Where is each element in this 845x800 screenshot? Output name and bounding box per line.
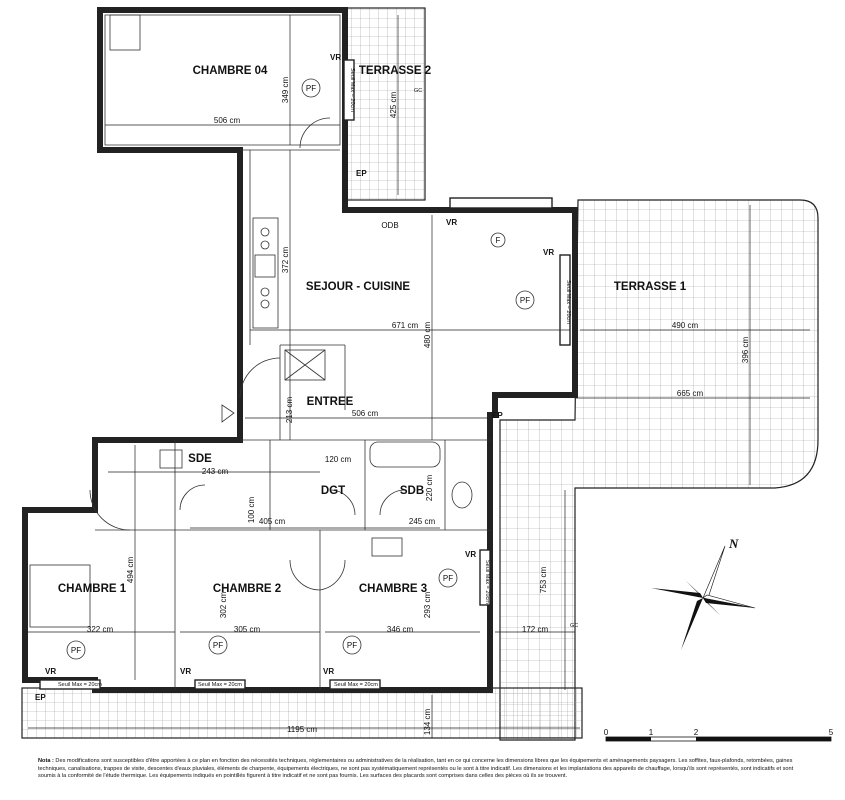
dim-372: 372 cm [281, 247, 290, 274]
odb-label: ODB [381, 221, 398, 230]
footnote-label: Nota : [38, 758, 54, 764]
label-chambre-1: CHAMBRE 1 [58, 583, 127, 595]
ep-label: EP [492, 411, 503, 420]
scale-label: 1 [649, 728, 654, 737]
pf-label: PF [306, 84, 316, 93]
dim-349: 349 cm [281, 77, 290, 104]
ep-label: EP [35, 693, 46, 702]
scale-label: 5 [829, 728, 834, 737]
dim-396: 396 cm [741, 337, 750, 364]
north-arrow-icon: N [651, 536, 756, 650]
dim-220: 220 cm [425, 475, 434, 502]
vr-label: VR [180, 667, 191, 676]
vr-label: VR [45, 667, 56, 676]
f-label: F [496, 236, 501, 245]
label-chambre-2: CHAMBRE 2 [213, 583, 281, 595]
dim-172: 172 cm [522, 625, 549, 634]
interior-walls [29, 14, 490, 690]
dim-480: 480 cm [423, 322, 432, 349]
label-sejour-cuisine: SEJOUR - CUISINE [306, 281, 410, 293]
dim-243: 243 cm [202, 467, 229, 476]
dim-671: 671 cm [392, 321, 419, 330]
vr-label: VR [446, 218, 457, 227]
dim-665: 665 cm [677, 389, 704, 398]
dim-302: 302 cm [219, 592, 228, 619]
pf-label: PF [213, 641, 223, 650]
terrasse-1-area [499, 199, 819, 741]
pf-label: PF [347, 641, 357, 650]
label-dgt: DGT [321, 485, 345, 497]
seuil-label: Seuil Max = 20cm [198, 682, 242, 688]
label-terrasse-2: TERRASSE 2 [359, 65, 431, 77]
dimension-lines [28, 15, 810, 738]
dim-100: 100 cm [247, 497, 256, 524]
pf-label: PF [520, 296, 530, 305]
scale-bar: 0 1 2 5 [604, 728, 834, 742]
seuil-label: Seuil Max = 20cm [484, 560, 490, 604]
label-sdb: SDB [400, 485, 424, 497]
scale-label: 2 [694, 728, 699, 737]
label-entree: ENTREE [307, 396, 354, 408]
seuil-label: Seuil Max = 20cm [334, 682, 378, 688]
dim-134: 134 cm [423, 709, 432, 736]
dim-120: 120 cm [325, 455, 352, 464]
dim-245: 245 cm [409, 517, 436, 526]
pf-label: PF [443, 574, 453, 583]
label-chambre-04: CHAMBRE 04 [193, 65, 268, 77]
label-sde: SDE [188, 453, 212, 465]
room-labels: CHAMBRE 04 TERRASSE 2 SEJOUR - CUISINE T… [58, 65, 687, 595]
label-terrasse-1: TERRASSE 1 [614, 281, 687, 293]
dimension-texts: 506 cm 349 cm 425 cm 372 cm 671 cm 480 c… [87, 77, 750, 736]
scale-label: 0 [604, 728, 609, 737]
dim-405: 405 cm [259, 517, 286, 526]
ep-label: EP [356, 169, 367, 178]
seuil-label: Seuil Max = 20cm [58, 682, 102, 688]
seuil-label: Seuil Max = 20cm [349, 68, 355, 112]
vr-label: VR [465, 550, 476, 559]
symbols: VR VR VR VR VR VR VR PF PF PF PF PF PF E… [35, 53, 578, 702]
north-label: N [728, 536, 739, 551]
dim-293: 293 cm [423, 592, 432, 619]
dim-490: 490 cm [672, 321, 699, 330]
floor-plan-drawing: CHAMBRE 04 TERRASSE 2 SEJOUR - CUISINE T… [21, 7, 834, 742]
vr-label: VR [543, 248, 554, 257]
dim-494: 494 cm [126, 557, 135, 584]
label-chambre-3: CHAMBRE 3 [359, 583, 427, 595]
pf-label: PF [71, 646, 81, 655]
windows [39, 59, 571, 690]
dim-1195: 1195 cm [287, 725, 317, 734]
vr-label: VR [330, 53, 341, 62]
dim-305: 305 cm [234, 625, 261, 634]
gc-label: GC [414, 88, 422, 94]
kitchen-units [252, 217, 279, 329]
dim-506-entree: 506 cm [352, 409, 379, 418]
footnote-text: Des modifications sont susceptibles d'êt… [38, 758, 794, 779]
dim-213: 213 cm [285, 397, 294, 424]
dim-753: 753 cm [539, 567, 548, 594]
dim-322: 322 cm [87, 625, 114, 634]
dim-425: 425 cm [389, 92, 398, 119]
dim-506-top: 506 cm [214, 116, 241, 125]
footnote: Nota : Des modifications sont susceptibl… [38, 758, 808, 781]
dim-346: 346 cm [387, 625, 414, 634]
door-swings [89, 117, 406, 591]
vr-label: VR [323, 667, 334, 676]
gc-label: GC [570, 623, 578, 629]
seuil-label: Seuil Max = 20cm [565, 280, 571, 324]
